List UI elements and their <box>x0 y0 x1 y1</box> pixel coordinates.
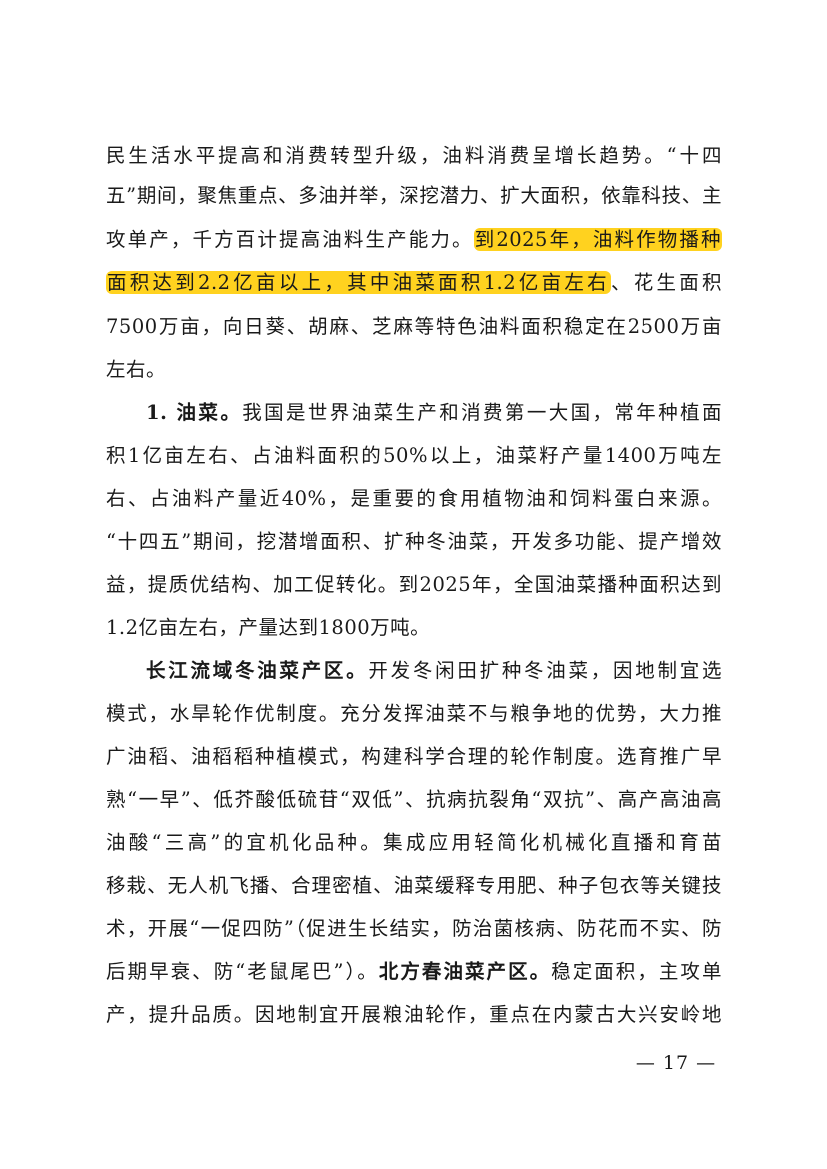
line-text: 产，提升品质。因地制宜开展粮油轮作，重点在内蒙古大兴安岭地 <box>106 1003 722 1026</box>
line-text: 益，提质优结构、加工促转化。到2025年，全国油菜播种面积达到 <box>106 573 722 596</box>
body-text-line: 术，开展“一促四防”（促进生长结实，防治菌核病、防花而不实、防 <box>106 915 722 943</box>
section-heading: 1. 油菜。 <box>146 401 243 424</box>
line-text: 油酸“三高”的宜机化品种。集成应用轻简化机械化直播和育苗 <box>106 831 722 854</box>
body-text-line: 模式，水旱轮作优制度。充分发挥油菜不与粮争地的优势，大力推 <box>106 700 722 728</box>
line-text: 移栽、无人机飞播、合理密植、油菜缓释专用肥、种子包衣等关键技 <box>106 874 722 897</box>
body-text-line: 7500万亩，向日葵、胡麻、芝麻等特色油料面积稳定在2500万亩 <box>106 313 722 341</box>
body-text-line: 民生活水平提高和消费转型升级，油料消费呈增长趋势。“十四 <box>106 142 722 170</box>
body-text-line: 广油稻、油稻稻种植模式，构建科学合理的轮作制度。选育推广早 <box>106 743 722 771</box>
subsection-heading: 北方春油菜产区。 <box>378 960 552 983</box>
body-text-line: 面积达到2.2亿亩以上，其中油菜面积1.2亿亩左右、花生面积 <box>106 269 722 297</box>
subsection-heading-line: 长江流域冬油菜产区。开发冬闲田扩种冬油菜，因地制宜选 <box>146 657 722 685</box>
body-text-line: 1.2亿亩左右，产量达到1800万吨。 <box>106 614 722 642</box>
line-text: “十四五”期间，挖潜增面积、扩种冬油菜，开发多功能、提产增效 <box>106 530 722 553</box>
line-text: 民生活水平提高和消费转型升级，油料消费呈增长趋势。“十四 <box>106 144 722 167</box>
body-text-line: 熟“一早”、低芥酸低硫苷“双低”、抗病抗裂角“双抗”、高产高油高 <box>106 786 722 814</box>
body-text-line: 后期早衰、防“老鼠尾巴”）。北方春油菜产区。稳定面积，主攻单 <box>106 958 722 986</box>
highlighted-text: 到2025年，油料作物播种 <box>473 228 722 251</box>
line-text: 后期早衰、防“老鼠尾巴”）。 <box>106 960 379 983</box>
line-text: 、花生面积 <box>610 271 722 294</box>
highlighted-text: 面积达到2.2亿亩以上，其中油菜面积1.2亿亩左右 <box>106 271 611 294</box>
line-text: 广油稻、油稻稻种植模式，构建科学合理的轮作制度。选育推广早 <box>106 745 722 768</box>
body-text-line: 右、占油料产量近40%，是重要的食用植物油和饲料蛋白来源。 <box>106 485 722 513</box>
body-text-line: 左右。 <box>106 356 722 384</box>
page-number: — 17 — <box>635 1052 717 1074</box>
body-text-line: 油酸“三高”的宜机化品种。集成应用轻简化机械化直播和育苗 <box>106 829 722 857</box>
line-text: 左右。 <box>106 358 167 381</box>
line-text: 五”期间，聚焦重点、多油并举，深挖潜力、扩大面积，依靠科技、主 <box>106 184 722 207</box>
line-text: 开发冬闲田扩种冬油菜，因地制宜选 <box>368 659 722 682</box>
line-text: 术，开展“一促四防”（促进生长结实，防治菌核病、防花而不实、防 <box>106 917 722 940</box>
body-text-line: 积1亿亩左右、占油料面积的50%以上，油菜籽产量1400万吨左 <box>106 442 722 470</box>
line-text: 我国是世界油菜生产和消费第一大国，常年种植面 <box>242 401 722 424</box>
body-text-line: 益，提质优结构、加工促转化。到2025年，全国油菜播种面积达到 <box>106 571 722 599</box>
line-text: 模式，水旱轮作优制度。充分发挥油菜不与粮争地的优势，大力推 <box>106 702 722 725</box>
subsection-heading: 长江流域冬油菜产区。 <box>146 659 369 682</box>
line-text: 7500万亩，向日葵、胡麻、芝麻等特色油料面积稳定在2500万亩 <box>106 315 722 338</box>
line-text: 积1亿亩左右、占油料面积的50%以上，油菜籽产量1400万吨左 <box>106 444 722 467</box>
line-text: 1.2亿亩左右，产量达到1800万吨。 <box>106 616 431 639</box>
line-text: 右、占油料产量近40%，是重要的食用植物油和饲料蛋白来源。 <box>106 487 722 510</box>
body-text-line: 五”期间，聚焦重点、多油并举，深挖潜力、扩大面积，依靠科技、主 <box>106 182 722 210</box>
body-text-line: 产，提升品质。因地制宜开展粮油轮作，重点在内蒙古大兴安岭地 <box>106 1001 722 1029</box>
section-heading-line: 1. 油菜。我国是世界油菜生产和消费第一大国，常年种植面 <box>146 399 722 427</box>
body-text-line: 移栽、无人机飞播、合理密植、油菜缓释专用肥、种子包衣等关键技 <box>106 872 722 900</box>
body-text-line: “十四五”期间，挖潜增面积、扩种冬油菜，开发多功能、提产增效 <box>106 528 722 556</box>
body-text-line: 攻单产，千方百计提高油料生产能力。到2025年，油料作物播种 <box>106 226 722 254</box>
line-text: 稳定面积，主攻单 <box>551 960 722 983</box>
line-text: 熟“一早”、低芥酸低硫苷“双低”、抗病抗裂角“双抗”、高产高油高 <box>106 788 722 811</box>
line-text: 攻单产，千方百计提高油料生产能力。 <box>106 228 474 251</box>
